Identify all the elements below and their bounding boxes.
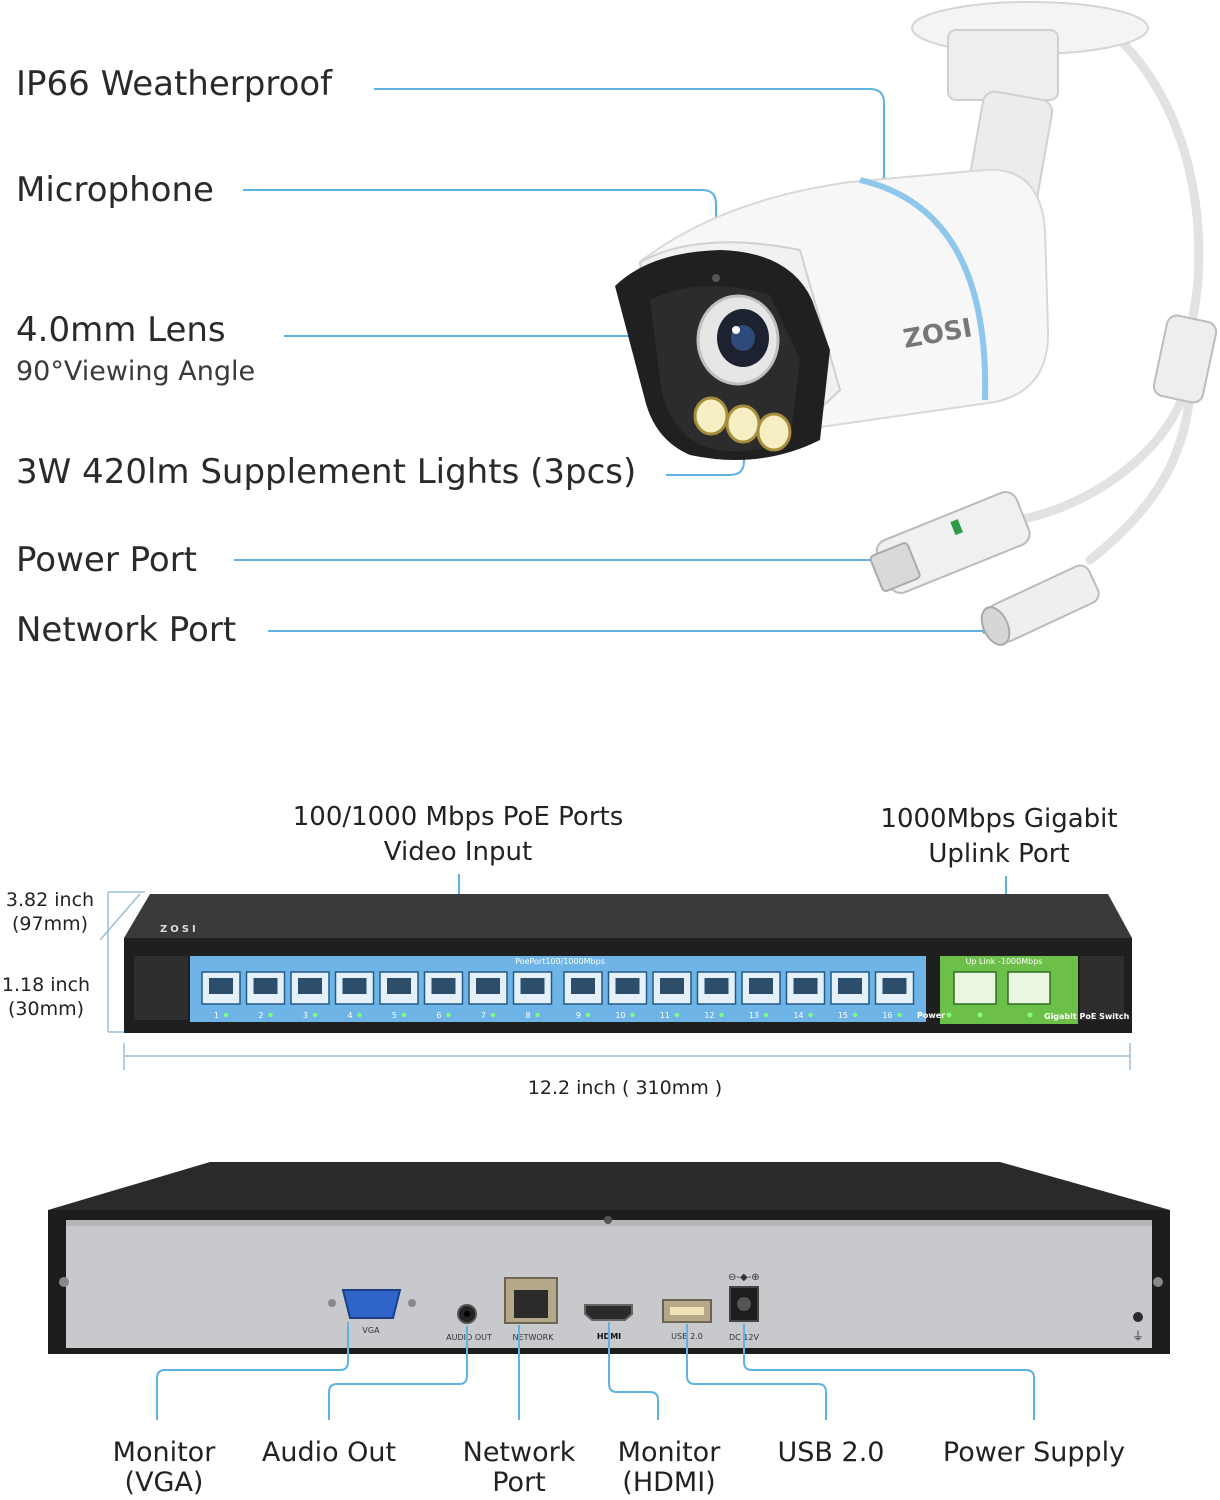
switch-poe-label: 100/1000 Mbps PoE Ports Video Input — [292, 802, 624, 867]
dc-power-jack — [729, 1286, 759, 1322]
poe-port-number: 12 — [704, 1011, 714, 1020]
poe-port-led — [585, 1012, 591, 1018]
svg-text:⏚: ⏚ — [1132, 1329, 1144, 1343]
poe-port-number: 9 — [576, 1011, 581, 1020]
network-silkscreen: NETWORK — [513, 1333, 555, 1342]
audio-silkscreen: AUDIO OUT — [446, 1333, 492, 1342]
poe-port-socket — [476, 978, 500, 994]
poe-port-number: 16 — [882, 1011, 892, 1020]
switch-uplink-label: 1000Mbps Gigabit Uplink Port — [880, 804, 1118, 869]
nvr-callout-power-supply: Power Supply — [942, 1437, 1126, 1468]
poe-port-led — [630, 1012, 635, 1018]
nvr-callout-audio-out: Audio Out — [261, 1437, 397, 1468]
poe-port-socket — [520, 978, 545, 994]
poe-port-socket — [749, 978, 773, 994]
poe-port-led — [897, 1012, 902, 1018]
poe-port-socket — [253, 978, 278, 994]
poe-port-socket — [209, 978, 233, 994]
poe-port-led — [852, 1012, 858, 1018]
poe-port-socket — [660, 978, 684, 994]
network-plug — [869, 491, 1031, 594]
hdmi-port — [584, 1304, 633, 1321]
poe-port-number: 6 — [436, 1011, 441, 1020]
poe-port-led — [535, 1012, 540, 1018]
nvr-callout-vga: Monitor(VGA) — [112, 1437, 216, 1498]
poe-port-socket — [882, 978, 907, 994]
poe-port-number: 4 — [347, 1011, 352, 1020]
dimension-width: 12.2 inch ( 310mm ) — [527, 1077, 723, 1099]
nvr-callout-usb: USB 2.0 — [777, 1437, 885, 1468]
poe-port-led — [223, 1012, 229, 1018]
poe-port-socket — [793, 978, 818, 994]
callout-supplement-lights: 3W 420lm Supplement Lights (3pcs) — [16, 452, 637, 492]
power-plug — [980, 564, 1100, 646]
poe-port-socket — [342, 978, 367, 994]
poe-port-number: 13 — [749, 1011, 759, 1020]
poe-port-socket — [704, 978, 729, 994]
poe-port-led — [401, 1012, 407, 1018]
power-label: Power — [917, 1011, 945, 1020]
poe-port-led — [312, 1012, 318, 1018]
poe-port-socket — [615, 978, 640, 994]
poe-port-led — [808, 1012, 813, 1018]
poe-port-number: 14 — [793, 1011, 803, 1020]
poe-port-strip-label: PoePort100/1000Mbps — [515, 957, 605, 966]
uplink-strip-label: Up Link -1000Mbps — [966, 957, 1043, 966]
vga-port — [341, 1289, 402, 1319]
callout-lens: 4.0mm Lens — [16, 310, 226, 350]
poe-port-number: 1 — [214, 1011, 219, 1020]
poe-port-number: 5 — [392, 1011, 397, 1020]
uplink-port-1 — [953, 971, 997, 1005]
poe-port-number: 8 — [525, 1011, 530, 1020]
poe-port-number: 10 — [615, 1011, 625, 1020]
svg-text:⊖-◆-⊕: ⊖-◆-⊕ — [728, 1272, 760, 1283]
poe-port-led — [674, 1012, 680, 1018]
dimension-height: 3.82 inch (97mm) — [5, 889, 95, 935]
poe-port-socket — [387, 978, 411, 994]
nvr-callout-lines — [156, 1322, 1035, 1420]
camera-callout-lines — [234, 88, 985, 632]
callout-weatherproof: IP66 Weatherproof — [16, 64, 333, 104]
poe-port-led — [357, 1012, 362, 1018]
poe-port-number: 11 — [660, 1011, 670, 1020]
callout-microphone: Microphone — [16, 170, 214, 210]
camera-illustration: ZOSI — [234, 1, 1218, 646]
poe-port-number: 3 — [303, 1011, 308, 1020]
poe-port-socket — [298, 978, 322, 994]
poe-port-led — [446, 1012, 451, 1018]
poe-port-number: 7 — [481, 1011, 486, 1020]
nvr-callout-hdmi: Monitor(HDMI) — [617, 1437, 721, 1498]
camera-body — [615, 168, 1050, 460]
callout-viewing-angle: 90°Viewing Angle — [16, 356, 256, 387]
poe-port-socket — [838, 978, 862, 994]
switch-brand-logo: ZOSI — [160, 924, 199, 935]
poe-port-number: 15 — [838, 1011, 848, 1020]
callout-power-port: Power Port — [16, 540, 198, 580]
poe-port-led — [719, 1012, 724, 1018]
poe-port-socket — [571, 978, 595, 994]
nvr-illustration: ⏚ VGA AUDIO OUT NETWORK HDMI USB 2.0 ⊖-◆… — [48, 1162, 1170, 1420]
product-label: Gigabit PoE Switch — [1044, 1012, 1130, 1021]
poe-port-socket — [431, 978, 456, 994]
poe-port-led — [490, 1012, 496, 1018]
poe-port-number: 2 — [258, 1011, 263, 1020]
poe-port-led — [763, 1012, 769, 1018]
poe-port — [696, 971, 737, 1005]
dimension-depth: 1.18 inch (30mm) — [1, 974, 91, 1020]
poe-port-led — [268, 1012, 273, 1018]
vga-silkscreen: VGA — [362, 1326, 380, 1335]
callout-network-port: Network Port — [16, 610, 237, 650]
uplink-port-2 — [1007, 971, 1051, 1005]
